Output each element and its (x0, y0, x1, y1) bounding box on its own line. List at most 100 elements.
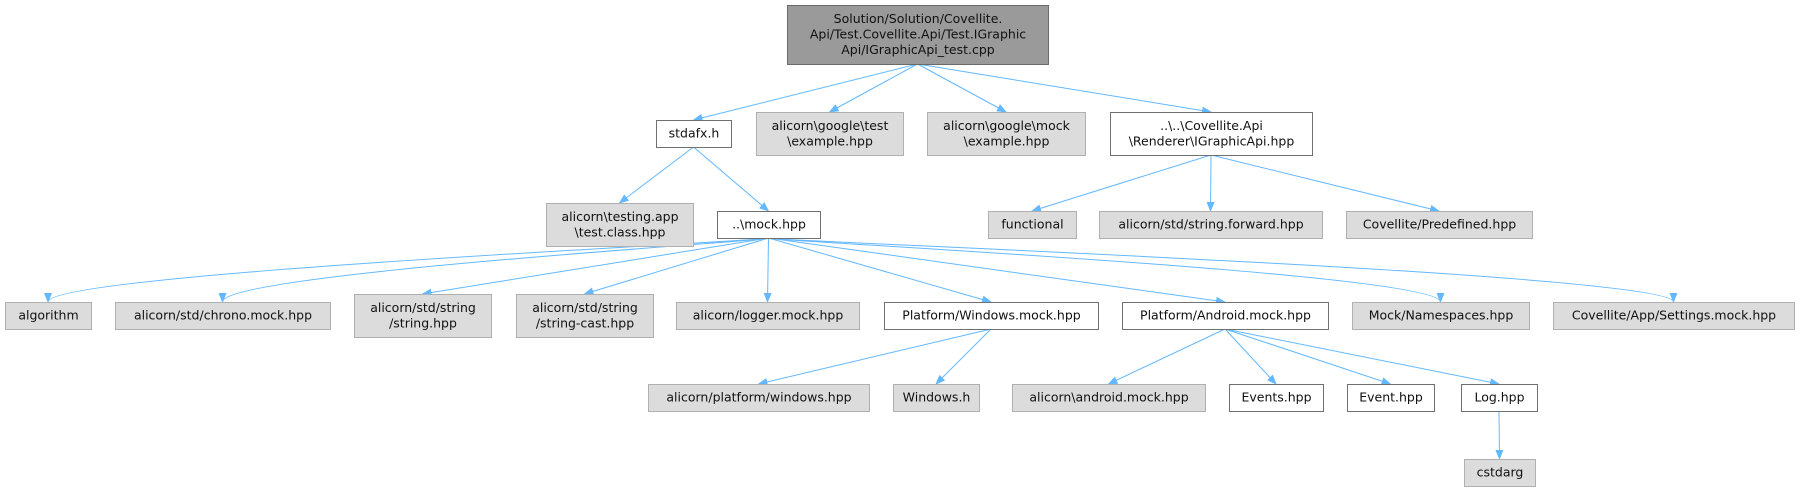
node-label-line: alicorn\google\mock (943, 118, 1070, 133)
node-box (717, 211, 821, 239)
node-box (516, 294, 654, 338)
node-label-line: alicorn/std/string.forward.hpp (1118, 217, 1303, 232)
node-androidmock[interactable]: Platform/Android.mock.hpp (1122, 302, 1329, 330)
edge-mockhpp-to-loggermock (763, 237, 772, 303)
edge-winmock-to-windowsh (935, 328, 992, 385)
node-label-line: \example.hpp (964, 133, 1050, 148)
node-stringforward[interactable]: alicorn/std/string.forward.hpp (1099, 211, 1323, 239)
edge-androidmock-to-eventhpp (1224, 328, 1392, 385)
node-label-line: Platform/Windows.mock.hpp (902, 308, 1080, 323)
edge-stdafx-to-mockhpp (693, 146, 770, 212)
edge-mockhpp-to-chronomock (218, 237, 769, 303)
node-settingsmock[interactable]: Covellite/App/Settings.mock.hpp (1553, 302, 1795, 330)
node-chronomock[interactable]: alicorn/std/chrono.mock.hpp (115, 302, 331, 330)
node-stdafx[interactable]: stdafx.h (656, 120, 732, 148)
node-box (354, 294, 492, 338)
node-box (648, 384, 870, 412)
node-windowsh[interactable]: Windows.h (893, 384, 980, 412)
node-eventshpp[interactable]: Events.hpp (1229, 384, 1324, 412)
edge-mockhpp-to-stringcast (583, 237, 769, 296)
node-box (1122, 302, 1329, 330)
node-box (1352, 302, 1530, 330)
node-box (927, 112, 1086, 156)
node-label-line: alicorn\testing.app (561, 209, 678, 224)
node-functional[interactable]: functional (988, 211, 1077, 239)
node-box (656, 120, 732, 148)
node-box (1012, 384, 1206, 412)
node-root[interactable]: Solution/Solution/Covellite.Api/Test.Cov… (787, 5, 1049, 65)
edge-stdafx-to-testingapp (618, 146, 694, 204)
node-box (893, 384, 980, 412)
node-label-line: algorithm (18, 308, 78, 323)
node-label-line: alicorn/platform/windows.hpp (666, 390, 851, 405)
node-eventhpp[interactable]: Event.hpp (1347, 384, 1435, 412)
node-label-line: Event.hpp (1359, 390, 1423, 405)
node-label-line: alicorn/std/string (532, 300, 638, 315)
node-loggermock[interactable]: alicorn/logger.mock.hpp (676, 302, 860, 330)
node-gtest[interactable]: alicorn\google\test\example.hpp (756, 112, 904, 156)
node-platformwindows[interactable]: alicorn/platform/windows.hpp (648, 384, 870, 412)
node-gmock[interactable]: alicorn\google\mock\example.hpp (927, 112, 1086, 156)
edge-igraphicapi-to-stringforward (1206, 154, 1215, 212)
node-label-line: Platform/Android.mock.hpp (1140, 308, 1311, 323)
node-label-line: /string.hpp (389, 315, 457, 330)
edge-root-to-gtest (828, 63, 918, 113)
node-label-line: ..\..\Covellite.Api (1160, 118, 1263, 133)
node-label-line: Api/IGraphicApi_test.cpp (841, 42, 995, 57)
node-label-line: alicorn/logger.mock.hpp (693, 308, 844, 323)
node-box (1229, 384, 1324, 412)
edge-igraphicapi-to-functional (1031, 154, 1212, 213)
node-label-line: alicorn/std/chrono.mock.hpp (134, 308, 312, 323)
node-label-line: Covellite/App/Settings.mock.hpp (1572, 308, 1776, 323)
node-igraphicapi[interactable]: ..\..\Covellite.Api\Renderer\IGraphicApi… (1110, 112, 1313, 156)
node-testingapp[interactable]: alicorn\testing.app\test.class.hpp (546, 203, 694, 247)
edge-winmock-to-platformwindows (757, 328, 992, 386)
node-loghpp[interactable]: Log.hpp (1461, 384, 1538, 412)
node-namespaces[interactable]: Mock/Namespaces.hpp (1352, 302, 1530, 330)
node-box (787, 5, 1049, 65)
node-label-line: Mock/Namespaces.hpp (1369, 308, 1514, 323)
edge-igraphicapi-to-predefined (1210, 154, 1440, 213)
node-mockhpp[interactable]: ..\mock.hpp (717, 211, 821, 239)
node-box (676, 302, 860, 330)
node-box (756, 112, 904, 156)
node-box (884, 302, 1099, 330)
edge-loghpp-to-cstdarg (1495, 410, 1504, 460)
edge-mockhpp-to-androidmock (768, 237, 1226, 305)
edge-root-to-stdafx (692, 63, 918, 122)
node-label-line: Events.hpp (1241, 390, 1311, 405)
node-label-line: \example.hpp (787, 133, 873, 148)
node-stringhpp[interactable]: alicorn/std/string/string.hpp (354, 294, 492, 338)
node-label-line: alicorn\google\test (772, 118, 889, 133)
edge-root-to-gmock (917, 63, 1007, 113)
node-winmock[interactable]: Platform/Windows.mock.hpp (884, 302, 1099, 330)
node-box (1346, 211, 1533, 239)
node-label-line: alicorn\android.mock.hpp (1029, 390, 1188, 405)
node-predefined[interactable]: Covellite/Predefined.hpp (1346, 211, 1533, 239)
edge-mockhpp-to-settingsmock (768, 237, 1678, 303)
node-label-line: Api/Test.Covellite.Api/Test.IGraphic (810, 27, 1026, 42)
node-box (1110, 112, 1313, 156)
node-label-line: /string-cast.hpp (536, 315, 634, 330)
node-label-line: cstdarg (1477, 465, 1524, 480)
node-box (5, 302, 92, 330)
node-label-line: ..\mock.hpp (732, 217, 806, 232)
node-box (1099, 211, 1323, 239)
edge-mockhpp-to-stringhpp (421, 237, 769, 297)
node-label-line: \test.class.hpp (575, 224, 666, 239)
node-cstdarg[interactable]: cstdarg (1464, 459, 1536, 487)
edge-mockhpp-to-algorithm (44, 237, 769, 303)
node-algorithm[interactable]: algorithm (5, 302, 92, 330)
node-label-line: Log.hpp (1474, 390, 1524, 405)
node-label-line: Covellite/Predefined.hpp (1363, 217, 1516, 232)
node-label-line: functional (1001, 217, 1063, 232)
node-box (1347, 384, 1435, 412)
node-stringcast[interactable]: alicorn/std/string/string-cast.hpp (516, 294, 654, 338)
edge-androidmock-to-androidmockhpp (1107, 328, 1226, 385)
node-box (546, 203, 694, 247)
node-box (115, 302, 331, 330)
edges (44, 63, 1678, 460)
node-androidmockhpp[interactable]: alicorn\android.mock.hpp (1012, 384, 1206, 412)
node-box (988, 211, 1077, 239)
